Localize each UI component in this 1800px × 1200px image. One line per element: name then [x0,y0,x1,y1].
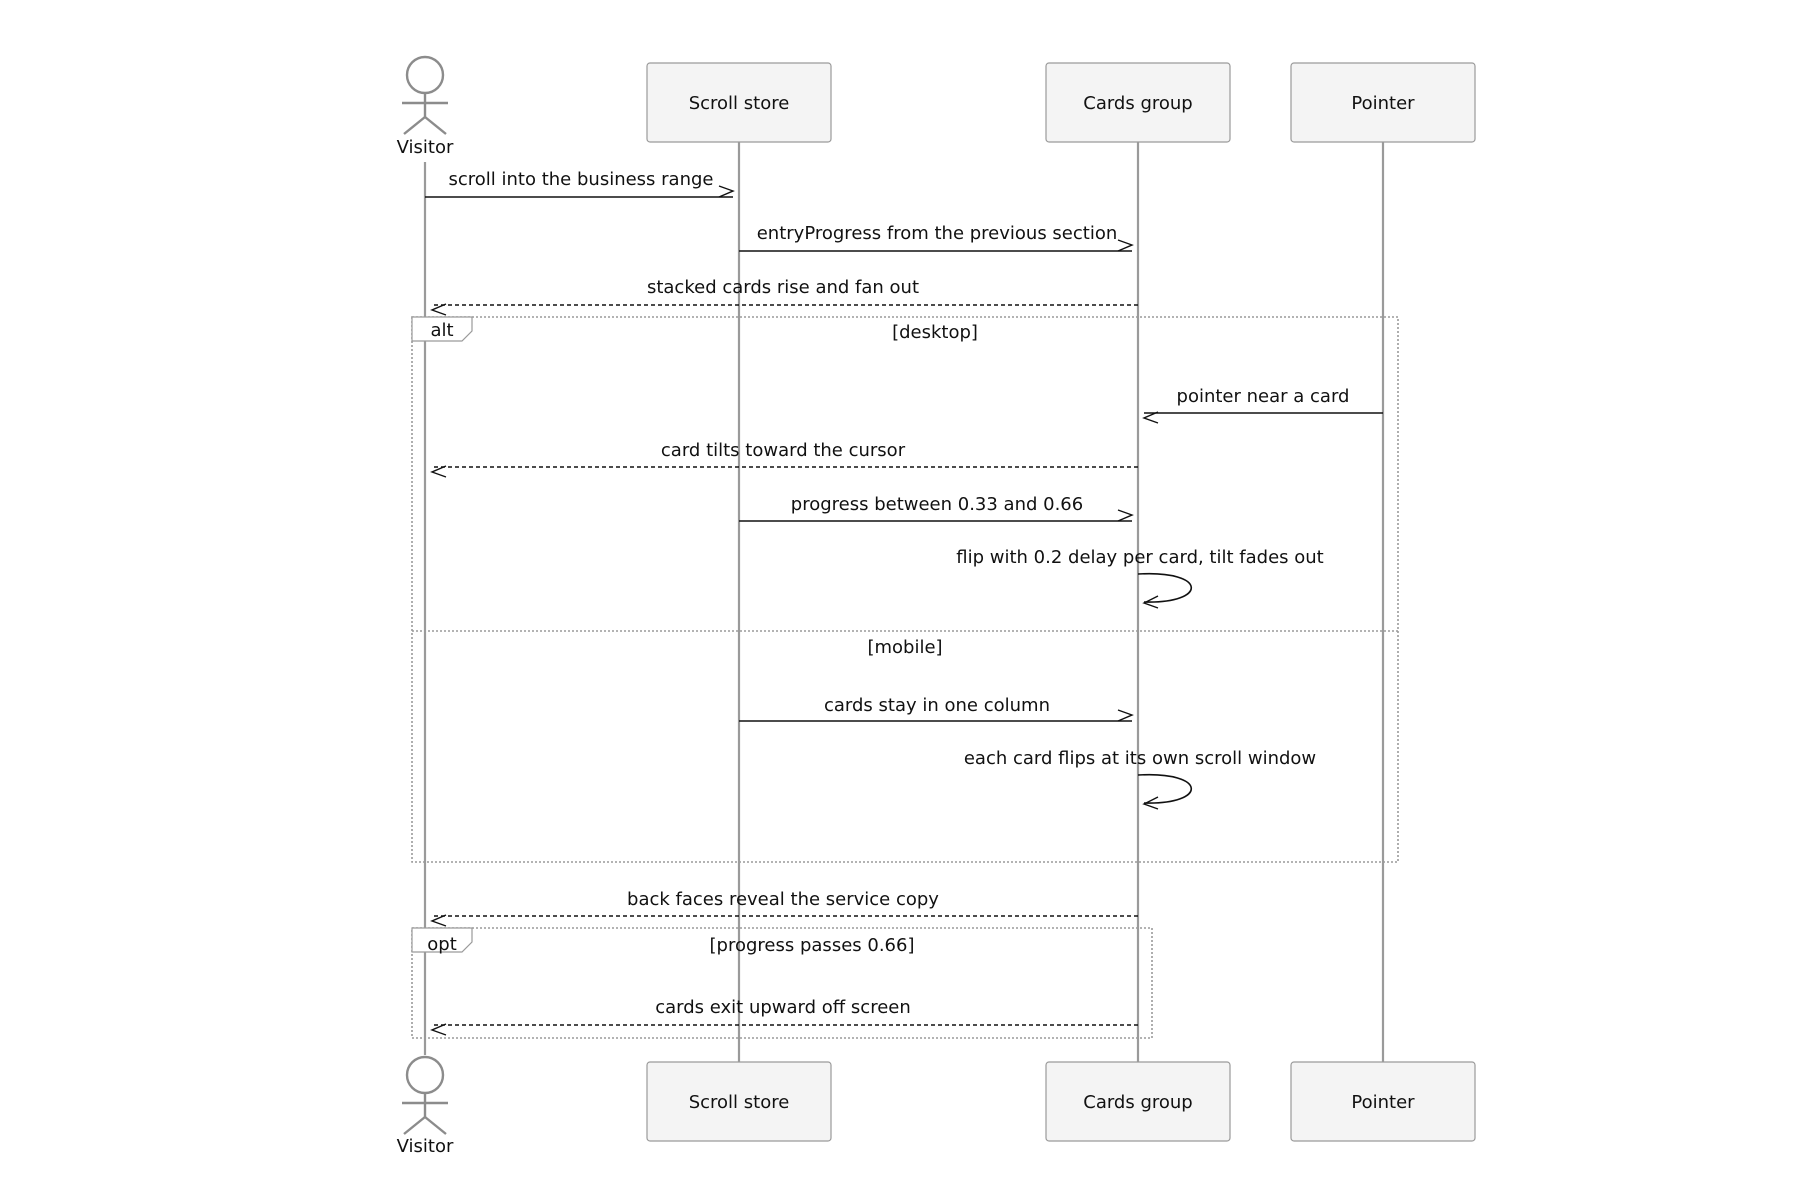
fragment-condition: [progress passes 0.66] [710,935,915,956]
message: card tilts toward the cursor [430,440,1138,478]
message-label: cards stay in one column [824,695,1050,716]
participant-pointer-bottom: Pointer [1290,1061,1476,1142]
message: cards stay in one column [739,695,1134,722]
participant-label: Cards group [1083,1092,1193,1113]
message-label: entryProgress from the previous section [757,223,1118,244]
message-label: card tilts toward the cursor [661,440,906,461]
participant-scroll-store-top: Scroll store [646,62,832,143]
actor-visitor-top: Visitor [397,55,454,158]
fragment-opt: opt [progress passes 0.66] [411,927,1153,1039]
participant-scroll-store-bottom: Scroll store [646,1061,832,1142]
message-self: each card flips at its own scroll window [964,748,1316,810]
message: back faces reveal the service copy [430,889,1138,927]
message: pointer near a card [1142,386,1383,424]
message: progress between 0.33 and 0.66 [739,494,1134,522]
participant-label: Scroll store [689,1092,790,1113]
message-label: flip with 0.2 delay per card, tilt fades… [956,547,1323,568]
fragment-condition: [desktop] [892,322,978,343]
message-label: progress between 0.33 and 0.66 [791,494,1083,515]
fragment-keyword: alt [430,320,453,341]
message: scroll into the business range [425,169,735,198]
message-label: pointer near a card [1177,386,1350,407]
actor-visitor-bottom: Visitor [397,1055,454,1157]
fragment-keyword: opt [427,934,457,955]
participant-cards-group-top: Cards group [1045,62,1231,143]
message-label: back faces reveal the service copy [627,889,939,910]
participant-label: Pointer [1351,1092,1415,1113]
participant-pointer-top: Pointer [1290,62,1476,143]
actor-label: Visitor [397,1136,454,1157]
participant-cards-group-bottom: Cards group [1045,1061,1231,1142]
fragment-condition: [mobile] [867,637,942,658]
actor-stick-figure-icon [402,55,448,135]
message: cards exit upward off screen [430,997,1138,1036]
message: stacked cards rise and fan out [430,277,1138,316]
message-label: each card flips at its own scroll window [964,748,1316,769]
message-label: scroll into the business range [449,169,714,190]
actor-stick-figure-icon [402,1055,448,1135]
participant-label: Cards group [1083,93,1193,114]
participant-label: Pointer [1351,93,1415,114]
participant-label: Scroll store [689,93,790,114]
message-label: cards exit upward off screen [655,997,911,1018]
fragment-alt: alt [desktop] [mobile] [411,316,1399,863]
actor-label: Visitor [397,137,454,158]
message-self: flip with 0.2 delay per card, tilt fades… [956,547,1324,609]
message-label: stacked cards rise and fan out [647,277,919,298]
message: entryProgress from the previous section [739,223,1134,252]
